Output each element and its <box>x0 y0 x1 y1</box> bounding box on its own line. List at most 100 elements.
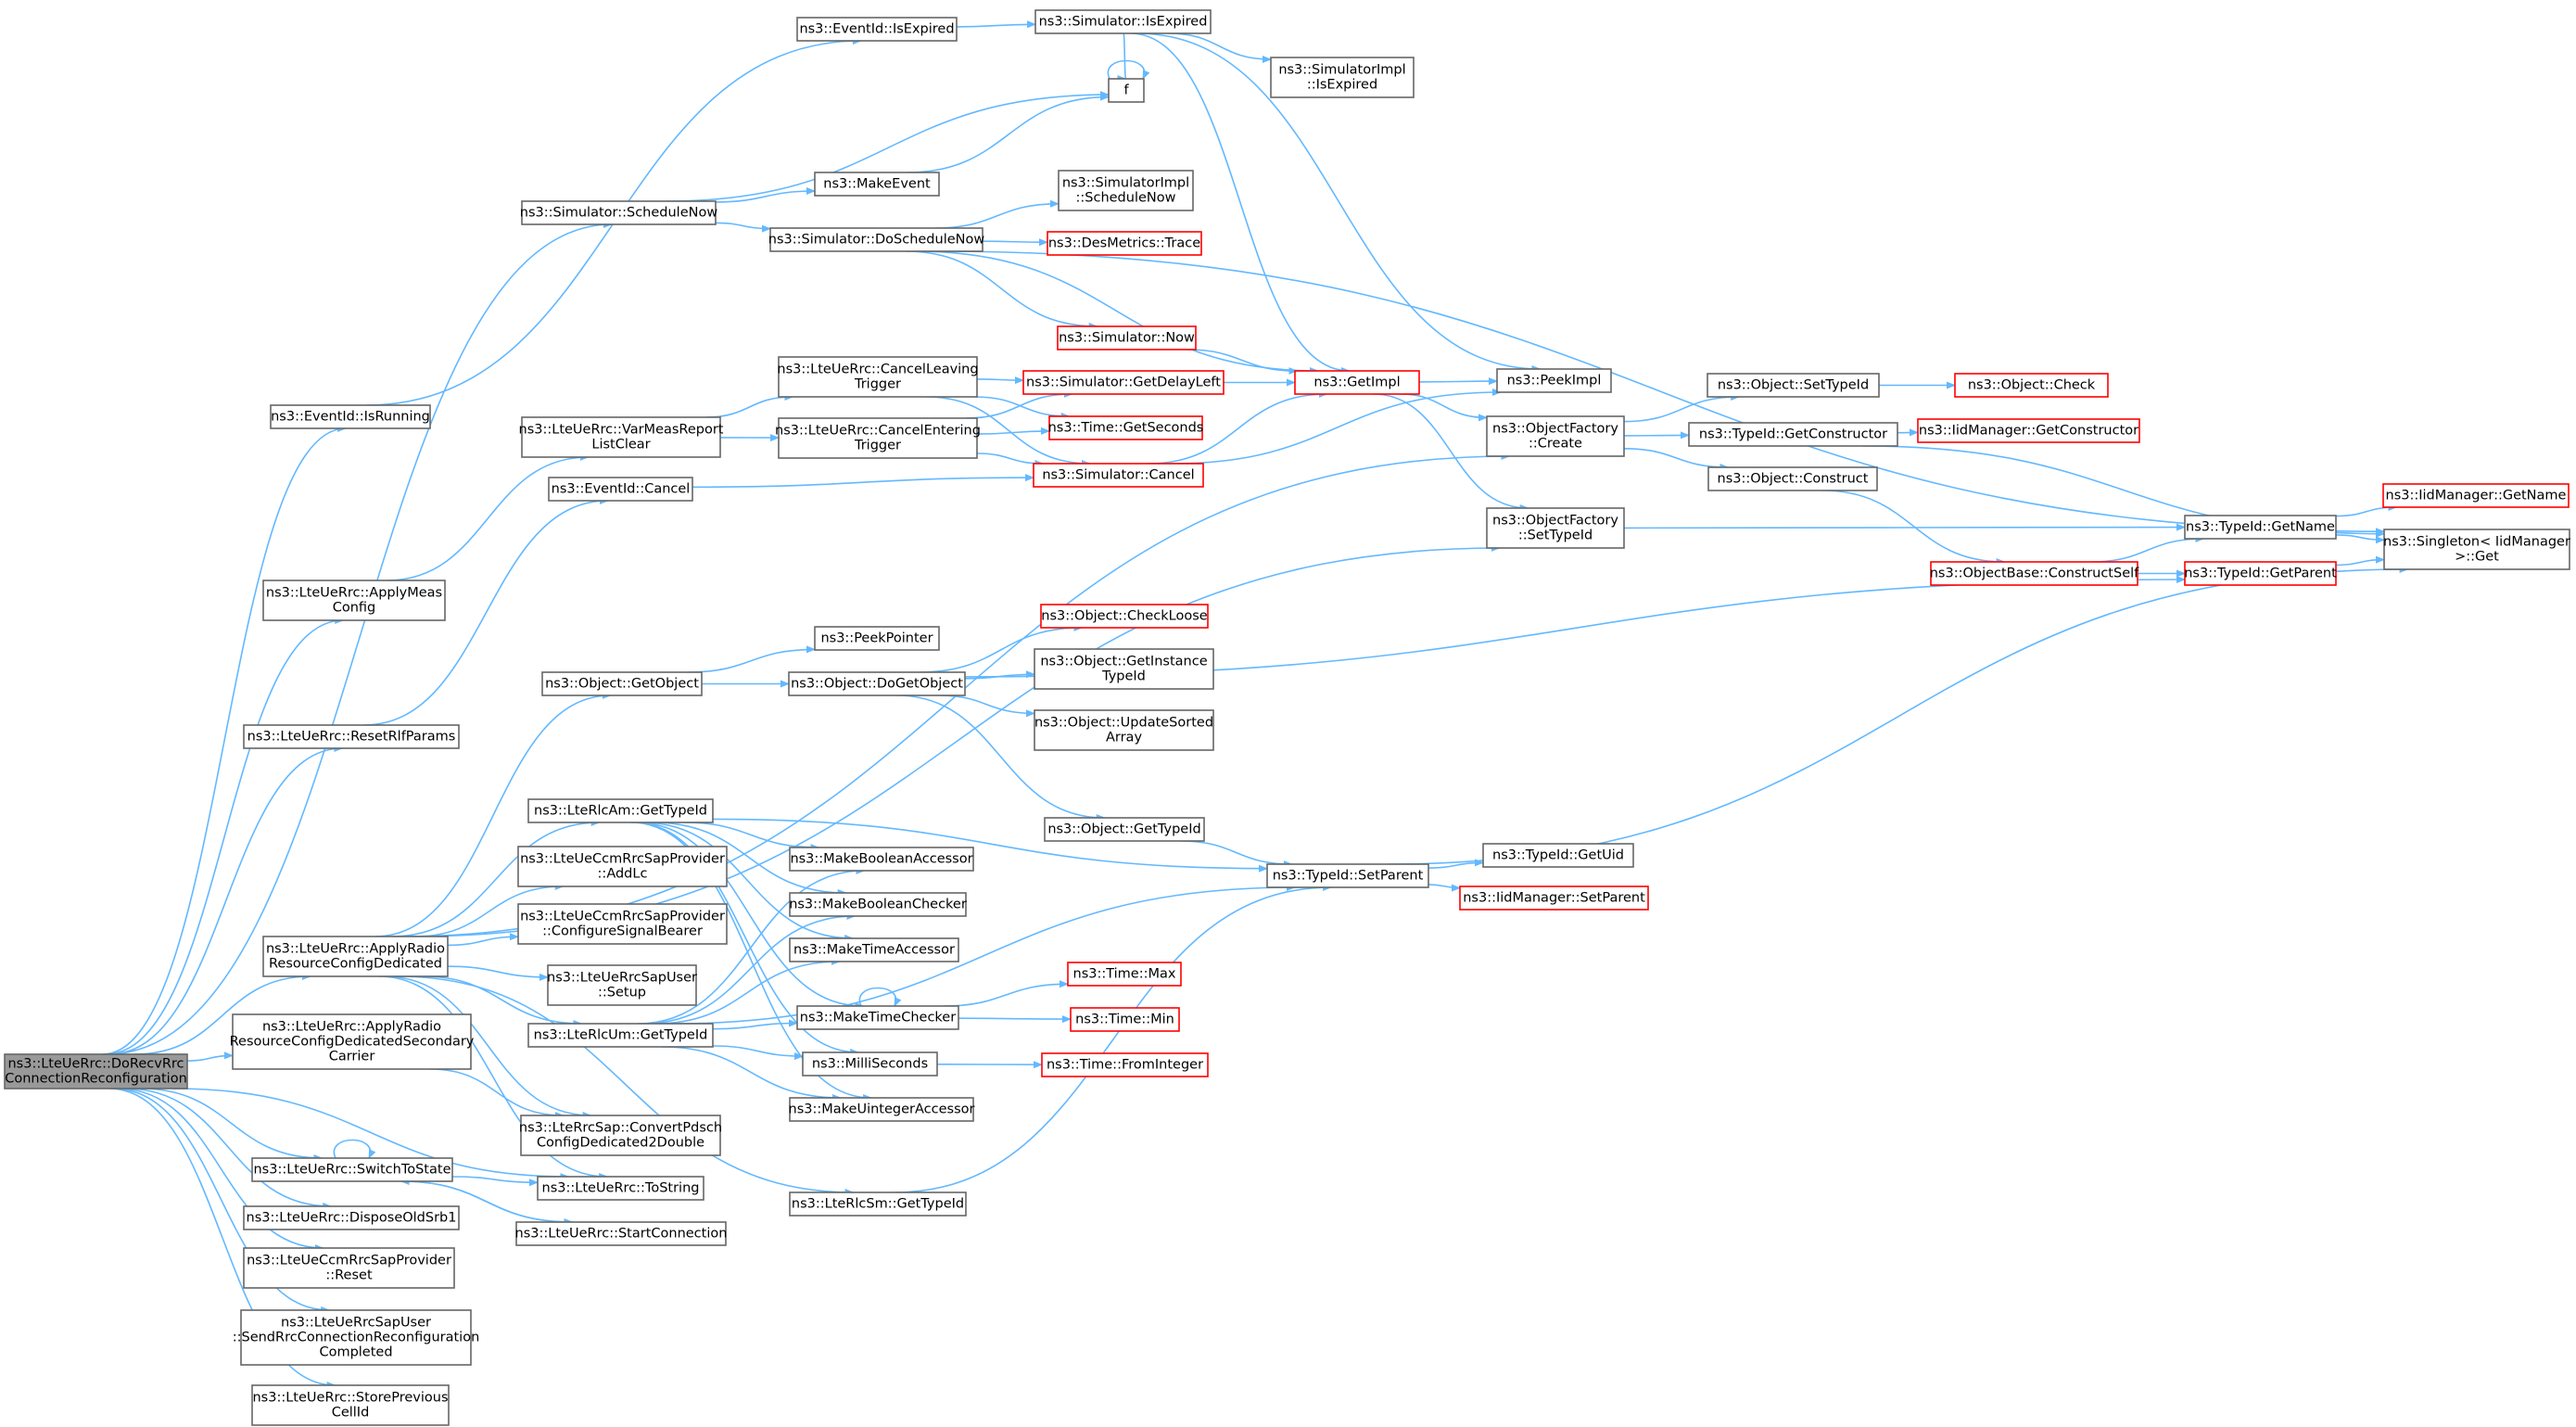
node-objFactoryCreate[interactable]: ns3::ObjectFactory::Create <box>1486 415 1625 457</box>
node-label: ::ScheduleNow <box>1076 191 1176 206</box>
node-typeIdGetConstructor[interactable]: ns3::TypeId::GetConstructor <box>1688 422 1898 447</box>
node-timeFromInteger[interactable]: ns3::Time::FromInteger <box>1041 1052 1209 1077</box>
node-label: ns3::LteUeRrc::CancelLeaving <box>777 363 978 377</box>
node-simGetDelayLeft[interactable]: ns3::Simulator::GetDelayLeft <box>1022 370 1225 395</box>
node-objectGetTypeId[interactable]: ns3::Object::GetTypeId <box>1044 817 1205 842</box>
node-objectGetObject[interactable]: ns3::Object::GetObject <box>541 671 703 696</box>
node-typeIdSetParent[interactable]: ns3::TypeId::SetParent <box>1266 863 1429 888</box>
node-box <box>520 1115 721 1156</box>
node-eventIsRunning[interactable]: ns3::EventId::IsRunning <box>270 404 431 429</box>
node-simIsExpired[interactable]: ns3::Simulator::IsExpired <box>1034 9 1212 34</box>
node-doGetObject[interactable]: ns3::Object::DoGetObject <box>788 671 966 696</box>
node-typeIdGetUid[interactable]: ns3::TypeId::GetUid <box>1482 843 1634 868</box>
node-timeGetSeconds[interactable]: ns3::Time::GetSeconds <box>1048 415 1204 440</box>
node-iidGetName[interactable]: ns3::IidManager::GetName <box>2382 483 2570 508</box>
node-switchToState[interactable]: ns3::LteUeRrc::SwitchToState <box>251 1157 453 1182</box>
node-label: ns3::MakeUintegerAccessor <box>789 1102 975 1117</box>
node-root[interactable]: ns3::LteUeRrc::DoRecvRrcConnectionReconf… <box>4 1053 188 1089</box>
node-convertPdsch[interactable]: ns3::LteRrcSap::ConvertPdschConfigDedica… <box>519 1115 722 1156</box>
call-edge-rlcUmGetTypeId-to-makeUintegerAccessor <box>661 1046 842 1102</box>
node-rlcUmGetTypeId[interactable]: ns3::LteRlcUm::GetTypeId <box>527 1023 714 1048</box>
node-applyRadioResCfgDedSec[interactable]: ns3::LteUeRrc::ApplyRadioResourceConfigD… <box>230 1013 475 1070</box>
node-typeIdGetName[interactable]: ns3::TypeId::GetName <box>2184 515 2337 540</box>
node-objectCheck[interactable]: ns3::Object::Check <box>1954 373 2109 398</box>
node-box <box>814 626 940 651</box>
call-edge-typeIdGetName-to-iidGetName <box>2335 503 2398 517</box>
node-box <box>1707 373 1880 398</box>
node-iidSetParent[interactable]: ns3::IidManager::SetParent <box>1459 886 1649 911</box>
node-peekPointer[interactable]: ns3::PeekPointer <box>814 626 940 651</box>
node-simNow[interactable]: ns3::Simulator::Now <box>1057 325 1197 350</box>
node-applyRadioResCfgDed[interactable]: ns3::LteUeRrc::ApplyRadioResourceConfigD… <box>262 936 449 977</box>
node-ccmAddLc[interactable]: ns3::LteUeCcmRrcSapProvider::AddLc <box>517 846 728 887</box>
node-box <box>1022 370 1225 395</box>
node-makeTimeChecker[interactable]: ns3::MakeTimeChecker <box>796 1005 959 1030</box>
call-edge-simCancel-to-peekImpl <box>1172 389 1502 465</box>
node-label: ns3::LteRlcSm::GetTypeId <box>792 1197 964 1212</box>
node-desMetricsTrace[interactable]: ns3::DesMetrics::Trace <box>1047 231 1202 256</box>
call-edge-applyRadioResCfgDed-to-ccmConfigureSignalBearer <box>447 933 519 947</box>
node-box <box>517 903 728 945</box>
node-typeIdGetParent[interactable]: ns3::TypeId::GetParent <box>2184 561 2337 586</box>
node-singletonGet[interactable]: ns3::Singleton< IidManager>::Get <box>2383 529 2570 570</box>
node-makeTimeAccessor[interactable]: ns3::MakeTimeAccessor <box>789 937 959 962</box>
call-edge-root-to-eventIsRunning <box>102 425 348 1055</box>
node-objBaseConstructSelf[interactable]: ns3::ObjectBase::ConstructSelf <box>1930 561 2139 586</box>
node-rlcAmGetTypeId[interactable]: ns3::LteRlcAm::GetTypeId <box>527 798 714 823</box>
call-edge-startConnection-to-switchToState <box>400 1178 573 1223</box>
node-makeUintegerAccessor[interactable]: ns3::MakeUintegerAccessor <box>789 1097 975 1122</box>
node-rrcSapUserSetup[interactable]: ns3::LteUeRrcSapUser::Setup <box>547 964 697 1006</box>
node-peekImpl[interactable]: ns3::PeekImpl <box>1496 368 1612 393</box>
node-box <box>1707 466 1878 491</box>
call-edge-root-to-storePrevCellId <box>108 1088 336 1389</box>
call-edge-doGetObject-to-checkLoose <box>919 624 1084 673</box>
call-edge-applyRadioResCfgDed-to-toString <box>378 975 609 1180</box>
node-getImpl[interactable]: ns3::GetImpl <box>1294 370 1420 395</box>
node-toString[interactable]: ns3::LteUeRrc::ToString <box>537 1176 704 1201</box>
node-implIsExpired[interactable]: ns3::SimulatorImpl::IsExpired <box>1270 57 1415 98</box>
node-scheduleNow[interactable]: ns3::Simulator::ScheduleNow <box>520 200 718 225</box>
node-rlcSmGetTypeId[interactable]: ns3::LteRlcSm::GetTypeId <box>789 1191 967 1217</box>
node-iidGetConstructor[interactable]: ns3::IidManager::GetConstructor <box>1917 418 2140 443</box>
call-edge-simIsExpired-to-getImpl <box>1130 32 1351 375</box>
node-f[interactable]: f <box>1108 78 1145 103</box>
node-sendRrcConnReconfCompleted[interactable]: ns3::LteUeRrcSapUser::SendRrcConnectionR… <box>233 1309 480 1366</box>
node-ccmConfigureSignalBearer[interactable]: ns3::LteUeCcmRrcSapProvider::ConfigureSi… <box>517 903 728 945</box>
node-objectConstruct[interactable]: ns3::Object::Construct <box>1707 466 1878 491</box>
node-implScheduleNow[interactable]: ns3::SimulatorImpl::ScheduleNow <box>1058 170 1194 211</box>
node-resetRlfParams[interactable]: ns3::LteUeRrc::ResetRlfParams <box>243 724 460 749</box>
node-box <box>1482 843 1634 868</box>
node-label: ns3::MilliSeconds <box>812 1057 928 1072</box>
node-timeMin[interactable]: ns3::Time::Min <box>1070 1007 1180 1032</box>
node-objFactorySetTypeId[interactable]: ns3::ObjectFactory::SetTypeId <box>1486 507 1625 549</box>
node-box <box>262 936 449 977</box>
node-makeBooleanChecker[interactable]: ns3::MakeBooleanChecker <box>789 892 967 917</box>
node-checkLoose[interactable]: ns3::Object::CheckLoose <box>1040 604 1209 629</box>
node-box <box>1067 962 1182 987</box>
node-makeBooleanAccessor[interactable]: ns3::MakeBooleanAccessor <box>789 847 974 872</box>
node-label: ns3::ObjectFactory <box>1492 514 1618 529</box>
node-eventCancel[interactable]: ns3::EventId::Cancel <box>548 477 693 502</box>
node-disposeOldSrb1[interactable]: ns3::LteUeRrc::DisposeOldSrb1 <box>243 1205 460 1230</box>
call-edge-applyRadioResCfgDed-to-rrcSapUserSetup <box>447 965 549 981</box>
node-eventIsExpired[interactable]: ns3::EventId::IsExpired <box>796 17 958 42</box>
node-box <box>814 172 940 197</box>
node-makeEvent[interactable]: ns3::MakeEvent <box>814 172 940 197</box>
node-doScheduleNow[interactable]: ns3::Simulator::DoScheduleNow <box>768 227 985 252</box>
node-label: ns3::MakeTimeChecker <box>800 1011 956 1026</box>
call-edge-objFactorySetTypeId-to-typeIdGetName <box>1623 523 2186 531</box>
node-timeMax[interactable]: ns3::Time::Max <box>1067 962 1182 987</box>
node-label: >::Get <box>2455 550 2499 565</box>
node-objectSetTypeId[interactable]: ns3::Object::SetTypeId <box>1707 373 1880 398</box>
node-simCancel[interactable]: ns3::Simulator::Cancel <box>1033 463 1204 488</box>
node-ccmReset[interactable]: ns3::LteUeCcmRrcSapProvider::Reset <box>243 1247 455 1289</box>
node-startConnection[interactable]: ns3::LteUeRrc::StartConnection <box>515 1221 728 1246</box>
node-milliSeconds[interactable]: ns3::MilliSeconds <box>802 1051 938 1077</box>
